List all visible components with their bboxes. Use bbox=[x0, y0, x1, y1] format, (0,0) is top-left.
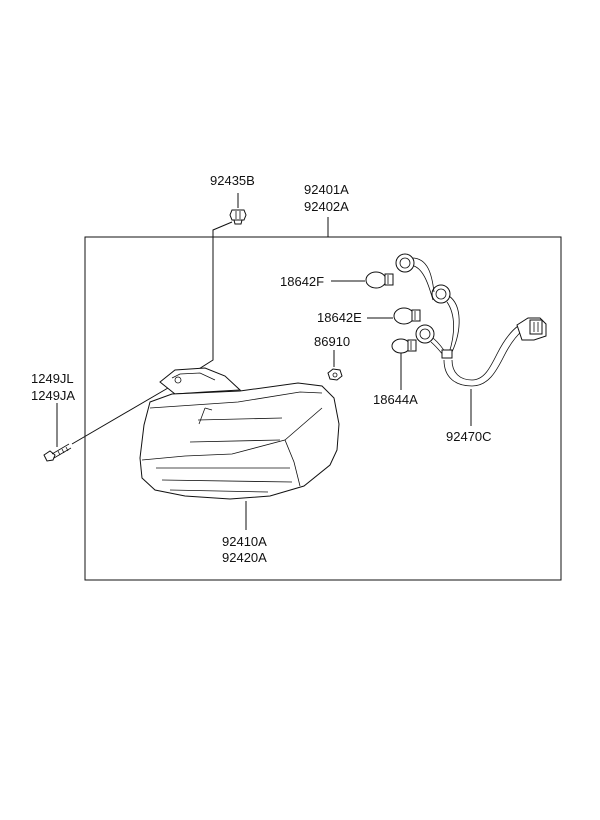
screw-dashed-path bbox=[71, 387, 169, 445]
bulb-f-part bbox=[365, 271, 394, 289]
label-bulb-a: 18644A bbox=[373, 392, 418, 407]
bulb-e-part bbox=[393, 307, 421, 325]
bulb-a-part bbox=[391, 338, 417, 354]
wiring-harness-part bbox=[395, 253, 547, 387]
assembly-frame bbox=[84, 236, 562, 581]
bolt-clip-dashed-path bbox=[171, 221, 233, 387]
label-bolt-clip: 92435B bbox=[210, 173, 255, 188]
label-screw-upper: 1249JL bbox=[31, 371, 74, 386]
label-lens-lower: 92420A bbox=[222, 550, 267, 565]
label-lamp-assembly-upper: 92401A bbox=[304, 182, 349, 197]
screw-part bbox=[43, 443, 72, 462]
bolt-clip-part bbox=[229, 209, 247, 225]
label-bulb-e: 18642E bbox=[317, 310, 362, 325]
label-bulb-f: 18642F bbox=[280, 274, 324, 289]
lamp-lens-part bbox=[139, 367, 340, 500]
label-screw-lower: 1249JA bbox=[31, 388, 75, 403]
label-lamp-assembly-lower: 92402A bbox=[304, 199, 349, 214]
label-wiring: 92470C bbox=[446, 429, 492, 444]
nut-part bbox=[327, 368, 343, 381]
label-lens-upper: 92410A bbox=[222, 534, 267, 549]
label-nut: 86910 bbox=[314, 334, 350, 349]
